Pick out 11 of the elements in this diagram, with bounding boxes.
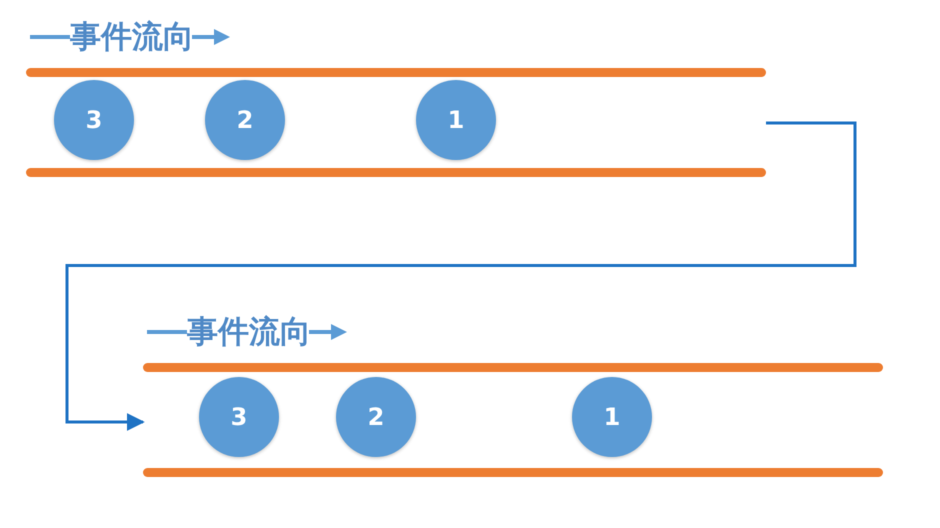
event-circle: 3 [54, 80, 134, 160]
event-circle: 2 [205, 80, 285, 160]
event-stream-band [26, 18, 766, 178]
event-stream-band [143, 313, 883, 478]
band-heading: 事件流向 [187, 314, 311, 350]
event-circle: 2 [336, 377, 416, 457]
connector-arrow [66, 122, 856, 431]
event-circle: 1 [572, 377, 652, 457]
band-heading: 事件流向 [70, 19, 194, 55]
event-circle: 1 [416, 80, 496, 160]
event-circle: 3 [199, 377, 279, 457]
